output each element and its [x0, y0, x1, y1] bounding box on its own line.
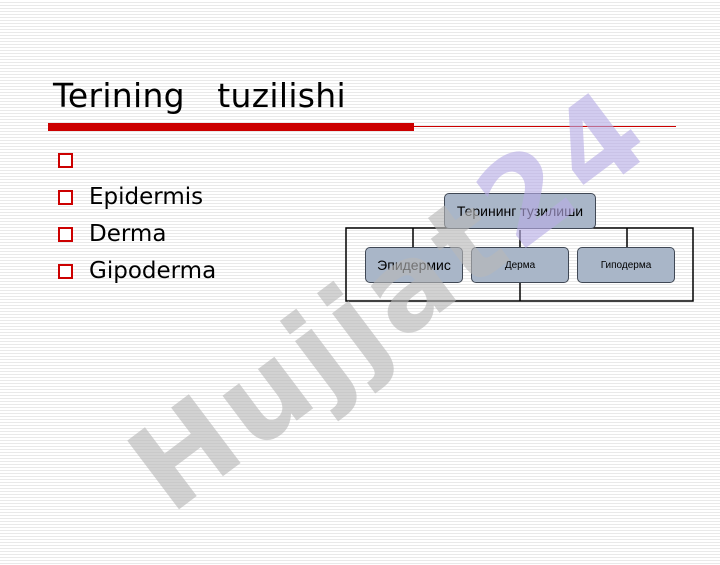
slide-title: Terining tuzilishi	[53, 76, 346, 115]
bullet-item: Gipoderma	[58, 256, 216, 286]
bullet-text: Derma	[89, 221, 167, 247]
bullet-item	[58, 145, 89, 175]
bullet-text: Epidermis	[89, 184, 204, 210]
slide: Terining tuzilishi Epidermis Derma Gipod…	[48, 60, 695, 538]
square-bullet-icon	[58, 152, 73, 168]
square-bullet-icon	[58, 226, 73, 242]
bullet-item: Derma	[58, 219, 166, 249]
title-underline	[48, 123, 414, 131]
bullet-text: Gipoderma	[89, 258, 217, 284]
title-underline-thin	[414, 126, 676, 127]
diagram-node-epidermis: Эпидермис	[365, 247, 463, 283]
diagram-node-derma: Дерма	[471, 247, 569, 283]
hierarchy-diagram: Терининг тузилиши Эпидермис Дерма Гиподе…	[345, 192, 695, 304]
diagram-root-node: Терининг тузилиши	[444, 193, 596, 229]
bullet-item: Epidermis	[58, 182, 203, 212]
square-bullet-icon	[58, 189, 73, 205]
diagram-node-hypodermis: Гиподерма	[577, 247, 675, 283]
square-bullet-icon	[58, 263, 73, 279]
